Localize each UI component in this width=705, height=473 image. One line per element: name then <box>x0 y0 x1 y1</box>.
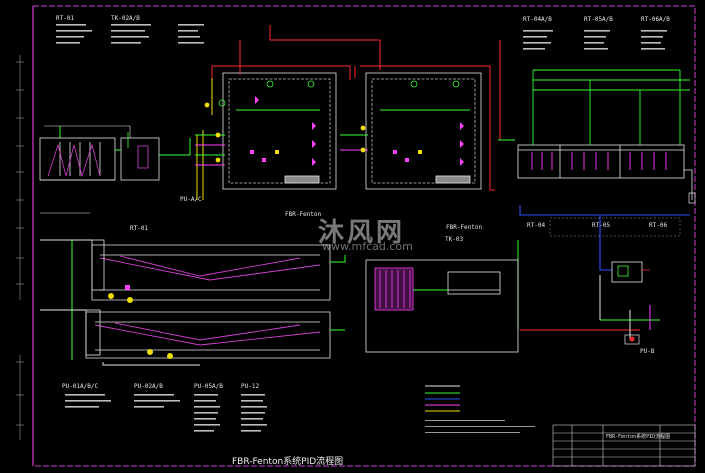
dosing-tank-tk02 <box>120 132 160 181</box>
title-block-text: FBR-Fenton系统PID流程图 <box>606 434 671 440</box>
pu-ac-label: PU-A/C <box>180 196 202 203</box>
drawing-title: FBR-Fenton系统PID流程图 <box>232 457 344 467</box>
screen-tank-rt01 <box>39 137 116 181</box>
tk02-header: TK-02A/B <box>111 15 140 22</box>
fbr-fenton-reactor-1 <box>222 72 337 190</box>
instrument-group-reactor-2 <box>360 80 464 166</box>
rt05-small-label: RT-05 <box>592 222 611 229</box>
air-line <box>519 205 690 271</box>
rt04-header: RT-04A/B <box>523 16 552 23</box>
header-notes <box>56 24 667 432</box>
fbr-fenton-reactor-2 <box>365 72 482 190</box>
line-legend <box>425 385 460 412</box>
tk03-label: TK-03 <box>445 236 464 243</box>
rt01-tag: RT-01 <box>130 225 149 232</box>
sedimentation-tank-lower <box>85 309 331 359</box>
watermark-url: www.mfcad.com <box>322 240 413 253</box>
blower-unit <box>611 261 650 283</box>
instrument-group-reactor-1 <box>204 80 316 166</box>
sedimentation-tank-upper <box>91 239 331 301</box>
fbr-label-right: FBR-Fenton <box>446 224 483 231</box>
pu05-header: PU-05A/B <box>194 383 223 390</box>
pu01-header: PU-01A/B/C <box>62 383 99 390</box>
rt06-header: RT-06A/B <box>641 16 670 23</box>
sludge-pumps <box>108 285 173 359</box>
pu-b-label: PU-B <box>640 348 655 355</box>
pu12-header: PU-12 <box>241 383 260 390</box>
rt01-header: RT-01 <box>56 15 75 22</box>
rt05-header: RT-05A/B <box>584 16 613 23</box>
fbr-label-left: FBR-Fenton <box>285 211 322 218</box>
rt04-small-label: RT-04 <box>527 222 546 229</box>
watermark: 沐风网 <box>318 218 406 248</box>
filter-press-area <box>365 259 519 353</box>
title-block <box>552 424 696 467</box>
elevation-scale <box>16 55 24 440</box>
rt06-small-label: RT-06 <box>649 222 668 229</box>
dosing-pump-pu <box>624 334 640 345</box>
pu02-header: PU-02A/B <box>134 383 163 390</box>
aeration-tank-rt04-rt06 <box>517 144 685 179</box>
